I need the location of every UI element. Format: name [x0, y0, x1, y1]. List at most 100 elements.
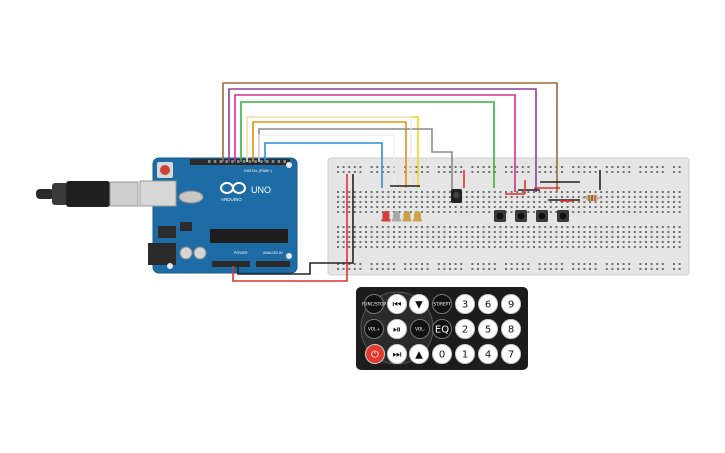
breadboard-hole[interactable] [488, 226, 491, 228]
led[interactable] [393, 211, 400, 221]
breadboard-hole[interactable] [527, 196, 530, 198]
breadboard-hole[interactable] [398, 236, 401, 238]
breadboard-hole[interactable] [359, 206, 362, 208]
breadboard-hole[interactable] [426, 191, 429, 193]
breadboard-hole[interactable] [387, 246, 390, 248]
breadboard-hole[interactable] [415, 241, 418, 243]
breadboard-hole[interactable] [600, 206, 603, 208]
breadboard-hole[interactable] [549, 171, 552, 173]
breadboard-hole[interactable] [661, 196, 664, 198]
breadboard-hole[interactable] [521, 191, 524, 193]
breadboard-hole[interactable] [454, 236, 457, 238]
breadboard-hole[interactable] [404, 201, 407, 203]
breadboard-hole[interactable] [572, 211, 575, 213]
breadboard-hole[interactable] [533, 191, 535, 193]
breadboard-hole[interactable] [549, 166, 552, 168]
breadboard-hole[interactable] [538, 231, 541, 233]
breadboard-hole[interactable] [600, 226, 603, 228]
breadboard-hole[interactable] [353, 196, 356, 198]
breadboard-hole[interactable] [415, 191, 418, 193]
breadboard-hole[interactable] [572, 171, 575, 173]
play-pause-button[interactable]: ⏯ [387, 319, 407, 339]
breadboard-hole[interactable] [561, 231, 563, 233]
breadboard-hole[interactable] [348, 263, 351, 265]
header-pin[interactable] [248, 160, 252, 163]
breadboard-hole[interactable] [549, 191, 552, 193]
breadboard-hole[interactable] [577, 263, 580, 265]
breadboard-hole[interactable] [505, 191, 507, 193]
breadboard-hole[interactable] [650, 241, 653, 243]
breadboard-hole[interactable] [443, 171, 446, 173]
breadboard-hole[interactable] [409, 268, 412, 270]
breadboard-hole[interactable] [493, 268, 496, 270]
breadboard-hole[interactable] [370, 191, 373, 193]
breadboard-hole[interactable] [337, 226, 339, 228]
breadboard-hole[interactable] [365, 196, 367, 198]
breadboard-hole[interactable] [488, 201, 491, 203]
breadboard-hole[interactable] [505, 246, 507, 248]
digit-5-button[interactable]: 5 [478, 319, 498, 339]
digit-3-button[interactable]: 3 [455, 294, 475, 314]
breadboard-hole[interactable] [454, 166, 457, 168]
breadboard-hole[interactable] [645, 263, 647, 265]
breadboard-hole[interactable] [426, 236, 429, 238]
breadboard-hole[interactable] [488, 231, 491, 233]
pushbutton-cap[interactable] [559, 212, 567, 220]
breadboard-hole[interactable] [639, 171, 642, 173]
breadboard-hole[interactable] [538, 206, 541, 208]
remote-button-body[interactable] [387, 294, 407, 314]
breadboard-hole[interactable] [555, 268, 558, 270]
breadboard-hole[interactable] [583, 231, 586, 233]
breadboard-hole[interactable] [426, 263, 429, 265]
breadboard-hole[interactable] [678, 241, 681, 243]
breadboard-hole[interactable] [667, 201, 670, 203]
breadboard-hole[interactable] [477, 268, 479, 270]
breadboard-hole[interactable] [465, 241, 468, 243]
breadboard-hole[interactable] [488, 268, 491, 270]
breadboard-hole[interactable] [577, 236, 580, 238]
breadboard-hole[interactable] [521, 231, 524, 233]
breadboard-hole[interactable] [337, 166, 339, 168]
breadboard-hole[interactable] [521, 226, 524, 228]
breadboard-hole[interactable] [337, 246, 339, 248]
breadboard-hole[interactable] [673, 226, 675, 228]
breadboard-hole[interactable] [404, 191, 407, 193]
power-wires[interactable] [232, 170, 601, 282]
breadboard-hole[interactable] [370, 263, 373, 265]
breadboard-hole[interactable] [555, 236, 558, 238]
breadboard-hole[interactable] [488, 236, 491, 238]
breadboard-hole[interactable] [561, 166, 563, 168]
breadboard-hole[interactable] [499, 246, 502, 248]
breadboard-hole[interactable] [381, 226, 384, 228]
breadboard-hole[interactable] [622, 241, 625, 243]
breadboard-hole[interactable] [628, 236, 631, 238]
breadboard-hole[interactable] [370, 166, 373, 168]
breadboard-hole[interactable] [488, 196, 491, 198]
breadboard-hole[interactable] [437, 211, 440, 213]
breadboard-hole[interactable] [572, 196, 575, 198]
breadboard-hole[interactable] [544, 171, 547, 173]
breadboard-hole[interactable] [577, 268, 580, 270]
signal-wire[interactable] [246, 116, 412, 188]
st-rept-button[interactable]: ST/REPT [432, 294, 452, 314]
breadboard-hole[interactable] [544, 263, 547, 265]
breadboard-hole[interactable] [633, 206, 636, 208]
breadboard-hole[interactable] [622, 191, 625, 193]
breadboard-hole[interactable] [572, 268, 575, 270]
breadboard-hole[interactable] [639, 241, 642, 243]
prev-button[interactable]: ⏮ [387, 294, 407, 314]
breadboard-hole[interactable] [516, 166, 519, 168]
breadboard-hole[interactable] [359, 171, 362, 173]
breadboard-hole[interactable] [359, 226, 362, 228]
breadboard-hole[interactable] [421, 166, 423, 168]
breadboard-hole[interactable] [633, 191, 636, 193]
breadboard-hole[interactable] [460, 236, 463, 238]
breadboard-hole[interactable] [342, 171, 345, 173]
breadboard-hole[interactable] [415, 263, 418, 265]
breadboard-hole[interactable] [583, 246, 586, 248]
breadboard-hole[interactable] [387, 206, 390, 208]
breadboard-hole[interactable] [611, 246, 614, 248]
breadboard-hole[interactable] [589, 226, 591, 228]
remote-button-body[interactable] [409, 294, 429, 314]
breadboard-hole[interactable] [426, 196, 429, 198]
